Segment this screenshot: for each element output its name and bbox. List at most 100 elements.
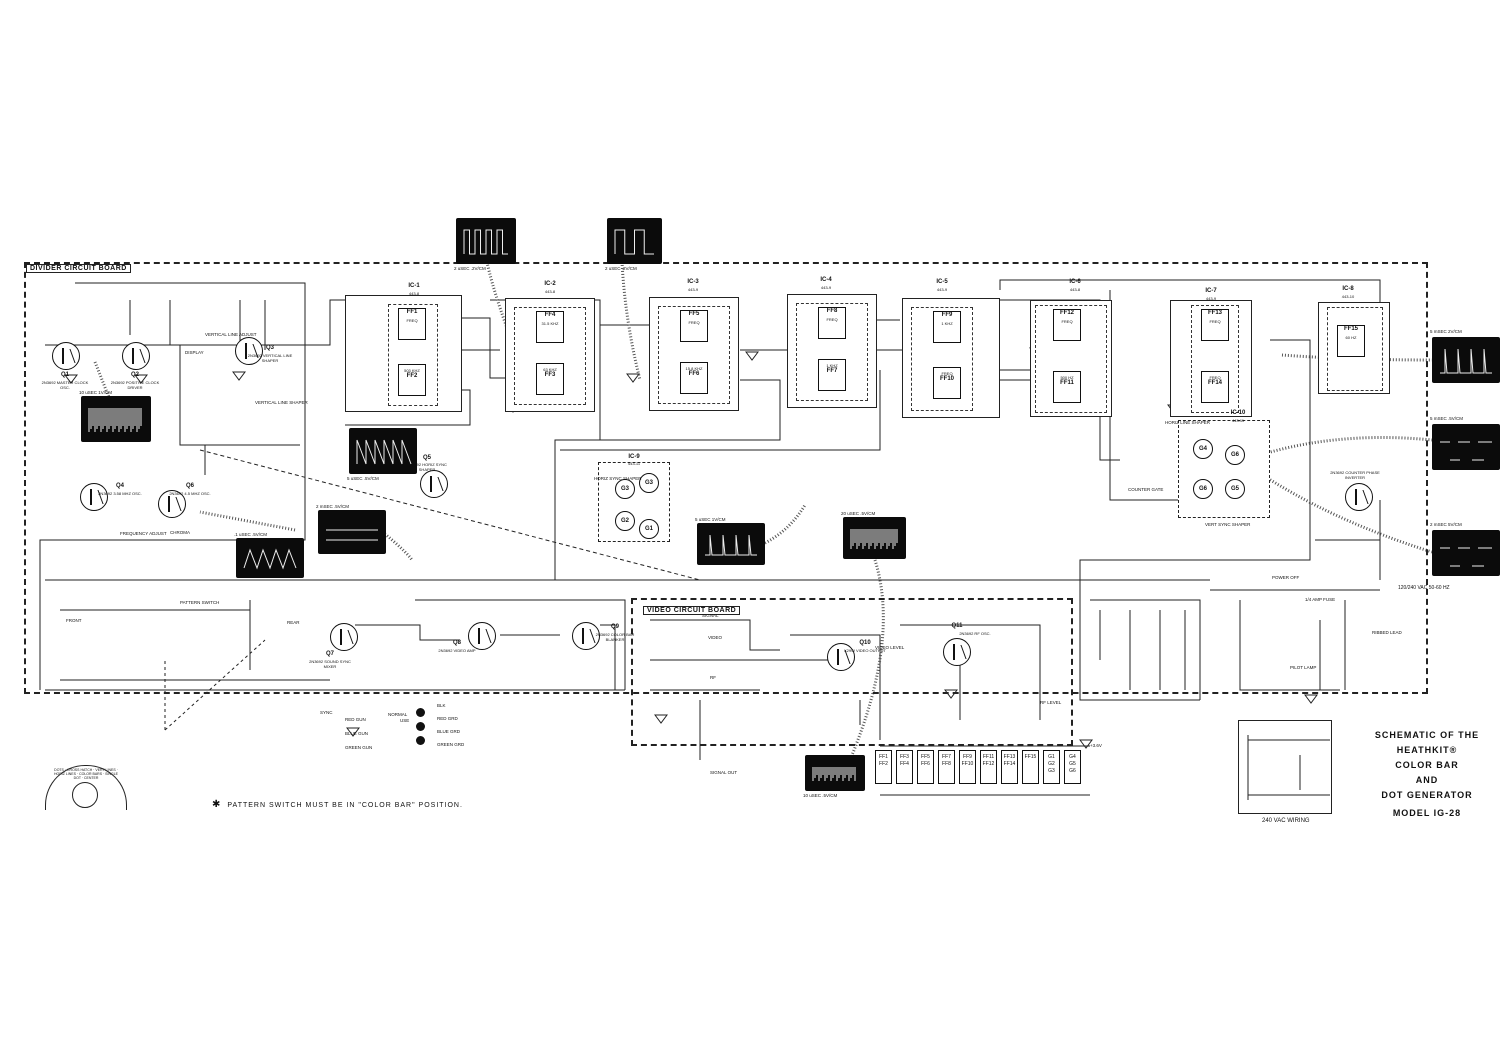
legend-item: G1	[1048, 754, 1055, 760]
transistor-label: Q4	[115, 483, 124, 489]
transistor-q4	[80, 483, 108, 511]
transistor-desc: 2N3692 RF OSC.	[959, 631, 991, 636]
scope-caption: .1 uSEC .5V/CM	[234, 532, 268, 537]
ic-part-number: 443-8	[1069, 287, 1081, 292]
control-label: HORIZ LINE SHAPER	[1165, 420, 1211, 425]
gate: G4	[1193, 439, 1213, 459]
legend-item: FF3	[900, 754, 909, 760]
ic-label: IC-4	[820, 277, 832, 283]
transistor-desc: 2N3692 SOUND SYNC MIXER	[309, 659, 351, 669]
switch-shaft	[164, 639, 266, 731]
control-label: VERTICAL LINE SHAPER	[255, 400, 308, 405]
ic-label: IC-5	[936, 279, 948, 285]
scope-caption: 2 uSEC .2V/CM	[605, 266, 637, 271]
gun-label: RED GUN	[345, 717, 366, 722]
control-label: REAR	[287, 620, 300, 625]
240-vac-wiring-diagram	[1238, 720, 1332, 814]
supply-label: +3.6V	[1090, 743, 1102, 748]
transistor-q1	[52, 342, 80, 370]
ic-10: G4 G6 G6 G5	[1178, 420, 1270, 518]
ic-part-number: 443-9	[687, 287, 699, 292]
gun-output-label: GREEN GRD	[437, 742, 465, 747]
ic-label: IC-3	[687, 279, 699, 285]
dial-position: CROSS HATCH	[67, 768, 93, 772]
scope-caption: 10 uSEC .5V/CM	[803, 793, 838, 798]
ac-input-label: 120/240 VAC 50-60 HZ	[1398, 585, 1450, 591]
gun-label: BLUE GUN	[345, 731, 369, 736]
control-label: RF	[710, 675, 716, 680]
dial-position: CENTER	[84, 776, 99, 780]
ic-label: IC-8	[1342, 286, 1354, 292]
scope-caption: 2 mSEC .5V/CM	[316, 504, 350, 509]
oscilloscope-trace	[1432, 337, 1500, 383]
legend-item: FF13	[1003, 754, 1016, 760]
ic-label: IC-10	[1230, 410, 1246, 416]
scope-caption: 5 uSEC .5V/CM	[347, 476, 379, 481]
oscilloscope-trace	[1432, 424, 1500, 470]
oscilloscope-trace	[843, 517, 906, 559]
legend-item: G3	[1048, 768, 1055, 774]
legend-item: FF5	[921, 754, 930, 760]
ic-part-number: 443-11	[1231, 418, 1245, 423]
legend-item: FF8	[942, 761, 951, 767]
ic-part-number: 443-11	[627, 461, 641, 466]
oscilloscope-trace	[607, 218, 662, 264]
gun-label: GREEN GUN	[345, 745, 373, 750]
transistor-label: Q2	[130, 372, 139, 378]
pattern-switch-dial[interactable]: DOTS · CROSS HATCH · VERT LINES · HORIZ …	[45, 765, 127, 810]
control-label: VERTICAL LINE ADJUST	[205, 332, 257, 337]
transistor-desc: X29W VIDEO OUTPUT	[843, 648, 886, 653]
legend-item: G4	[1069, 754, 1076, 760]
title-line: COLOR BAR	[1395, 760, 1459, 770]
control-label: RIBBED LEAD	[1372, 630, 1402, 635]
control-label: VIDEO	[708, 635, 723, 640]
control-label: HORIZ SYNC SHAPER	[594, 476, 642, 481]
transistor-label: Q10	[859, 640, 871, 646]
scope-caption: 2 mSEC 5V/CM	[1430, 522, 1462, 527]
oscilloscope-trace	[349, 428, 417, 474]
transistor-desc: 2N3692 3.58 MHZ OSC.	[98, 491, 142, 496]
gate: G3	[615, 479, 635, 499]
asterisk-icon: ✱	[212, 799, 222, 810]
control-label: PATTERN SWITCH	[180, 600, 220, 605]
switch-dot	[416, 736, 425, 745]
dial-position: HORIZ LINES	[53, 772, 76, 776]
control-label: COUNTER GATE	[1128, 487, 1164, 492]
oscilloscope-trace	[236, 538, 304, 578]
transistor-desc: 2N3692 VIDEO AMP	[438, 648, 476, 653]
transistor-label: Q5	[422, 455, 431, 461]
transistor-desc: 2N3692 HORIZ SYNC SHAPER	[407, 462, 447, 472]
transistor-desc: 2N3692 VERTICAL LINE SHAPER	[247, 353, 293, 363]
switch-dot	[416, 708, 425, 717]
switch-linkage	[199, 449, 701, 581]
control-label: PILOT LAMP	[1290, 665, 1317, 670]
oscilloscope-trace	[805, 755, 865, 791]
transistor-label: Q3	[265, 345, 274, 351]
transistor-q6	[158, 490, 186, 518]
ic-9: G3 G3 G2 G1	[598, 462, 670, 542]
gate: G6	[1225, 445, 1245, 465]
control-label: VIDEO LEVEL	[875, 645, 905, 650]
legend-item: FF9	[963, 754, 972, 760]
schematic-title: SCHEMATIC OF THE HEATHKIT® COLOR BAR AND…	[1362, 728, 1492, 821]
dial-position: DOTS	[54, 768, 64, 772]
gate: G3	[639, 473, 659, 493]
ic-label: IC-6	[1069, 279, 1081, 285]
